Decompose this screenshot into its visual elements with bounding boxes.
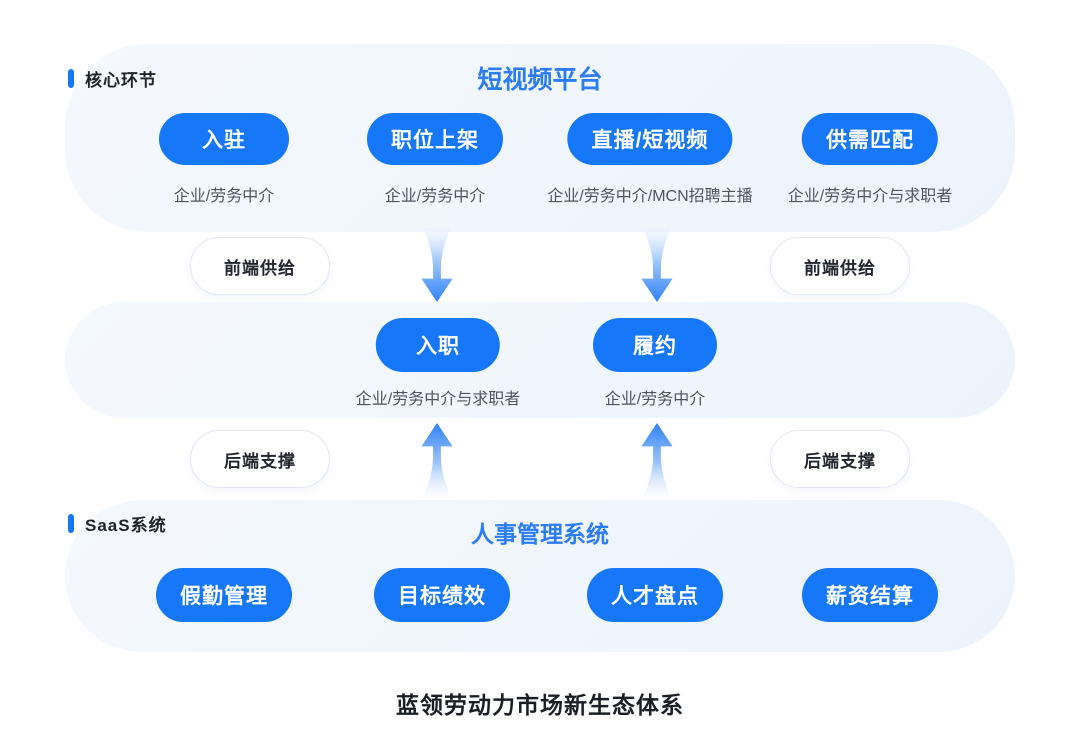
node-fulfillment-pill: 履约 bbox=[593, 318, 717, 372]
tag-bar-icon bbox=[68, 514, 74, 533]
up-arrow-icon bbox=[636, 423, 678, 497]
node-live-shortvideo-pill: 直播/短视频 bbox=[567, 113, 733, 165]
node-job-posting-pill: 职位上架 bbox=[367, 113, 503, 165]
node-settle-in-sub: 企业/劳务中介 bbox=[173, 188, 275, 205]
node-payroll-settlement-pill: 薪资结算 bbox=[802, 568, 938, 622]
node-job-posting-sub: 企业/劳务中介 bbox=[384, 188, 486, 205]
node-fulfillment-sub: 企业/劳务中介 bbox=[604, 391, 706, 408]
bottom-band-title: 人事管理系统 bbox=[471, 521, 609, 547]
node-fulfillment: 履约 企业/劳务中介 bbox=[593, 318, 717, 409]
up-arrow-icon bbox=[416, 423, 458, 497]
node-goal-performance-pill: 目标绩效 bbox=[374, 568, 510, 622]
tag-core-links: 核心环节 bbox=[68, 66, 157, 91]
node-onboarding-sub: 企业/劳务中介与求职者 bbox=[355, 391, 521, 408]
tag-saas-system-label: SaaS系统 bbox=[85, 516, 167, 535]
back-support-right-pill: 后端支撑 bbox=[770, 430, 910, 488]
down-arrow-icon bbox=[416, 228, 458, 302]
node-onboarding: 入职 企业/劳务中介与求职者 bbox=[356, 318, 520, 409]
node-settle-in-pill: 入驻 bbox=[159, 113, 289, 165]
node-supply-demand-match-pill: 供需匹配 bbox=[801, 113, 938, 165]
front-supply-left-pill: 前端供给 bbox=[190, 237, 330, 295]
node-job-posting: 职位上架 企业/劳务中介 bbox=[367, 113, 503, 206]
node-onboarding-pill: 入职 bbox=[375, 318, 500, 372]
back-support-left-pill: 后端支撑 bbox=[190, 430, 330, 488]
diagram-caption: 蓝领劳动力市场新生态体系 bbox=[396, 692, 684, 718]
node-supply-demand-match-sub: 企业/劳务中介与求职者 bbox=[787, 188, 953, 205]
middle-band bbox=[65, 302, 1015, 418]
node-talent-review-pill: 人才盘点 bbox=[587, 568, 723, 622]
node-live-shortvideo-sub: 企业/劳务中介/MCN招聘主播 bbox=[547, 188, 753, 205]
front-supply-right-pill: 前端供给 bbox=[770, 237, 910, 295]
tag-saas-system: SaaS系统 bbox=[68, 511, 167, 536]
top-band-title: 短视频平台 bbox=[477, 66, 603, 94]
node-supply-demand-match: 供需匹配 企业/劳务中介与求职者 bbox=[788, 113, 952, 206]
tag-core-links-label: 核心环节 bbox=[85, 71, 157, 90]
tag-bar-icon bbox=[68, 69, 74, 88]
down-arrow-icon bbox=[636, 228, 678, 302]
node-attendance-mgmt-pill: 假勤管理 bbox=[156, 568, 292, 622]
node-settle-in: 入驻 企业/劳务中介 bbox=[159, 113, 289, 206]
node-live-shortvideo: 直播/短视频 企业/劳务中介/MCN招聘主播 bbox=[547, 113, 753, 206]
